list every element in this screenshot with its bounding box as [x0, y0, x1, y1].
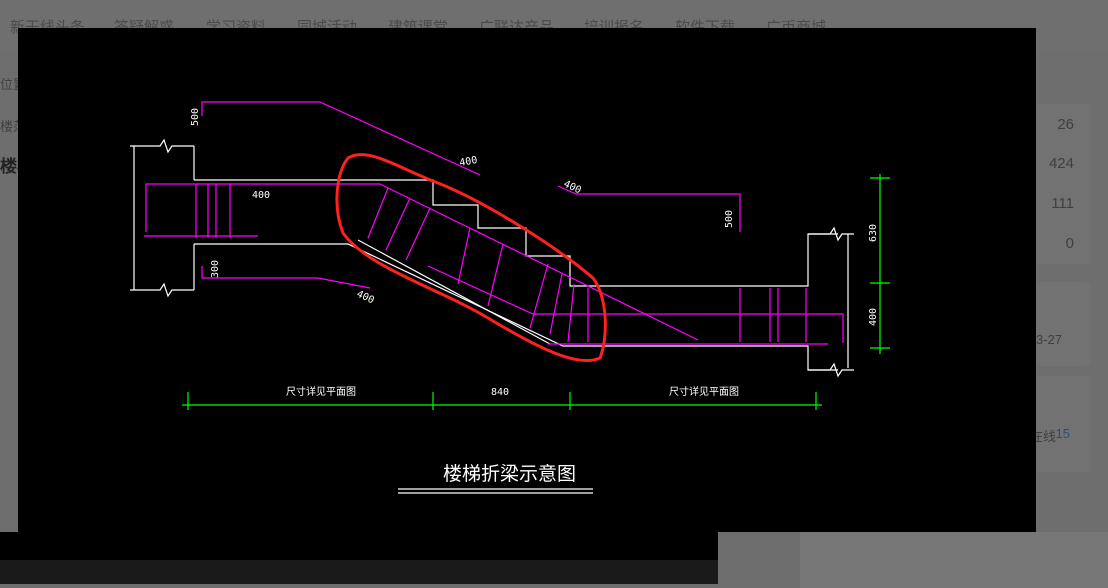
highlight-circle [335, 153, 607, 363]
dimension-lines [182, 174, 890, 410]
stats-panel [1035, 104, 1091, 264]
dim-300: 300 [210, 260, 221, 278]
dim-right: 尺寸详见平面图 [669, 385, 739, 398]
dim-400-d: 400 [355, 289, 376, 307]
stat-value-4: 0 [1065, 235, 1074, 252]
drawing-title: 楼梯折梁示意图 [443, 463, 576, 485]
dim-mid: 840 [491, 387, 509, 398]
online-count[interactable]: 15 [1055, 426, 1070, 441]
online-label: 在线 [1029, 429, 1056, 444]
dim-500-right: 500 [724, 210, 735, 228]
rebar-lines [144, 101, 844, 345]
online-panel [1035, 376, 1091, 472]
image-overflow [0, 532, 718, 560]
stat-value-3: 111 [1051, 195, 1074, 212]
content-bar [0, 560, 718, 584]
dim-400-e: 400 [868, 308, 879, 326]
date-text: 3-27 [1035, 332, 1062, 347]
dim-400-b: 400 [252, 190, 270, 201]
concrete-outline [130, 138, 854, 378]
stat-value-1: 26 [1057, 116, 1074, 133]
date-panel [1035, 282, 1091, 366]
image-lightbox[interactable]: 500 400 400 400 500 300 400 630 400 尺寸详见… [18, 28, 1036, 532]
right-column [800, 532, 1108, 588]
stair-beam-drawing: 500 400 400 400 500 300 400 630 400 尺寸详见… [130, 101, 890, 494]
dim-400-a: 400 [459, 155, 479, 169]
dim-500-top: 500 [190, 108, 201, 126]
dim-630: 630 [868, 224, 879, 242]
dim-left: 尺寸详见平面图 [286, 385, 356, 398]
stat-value-2: 424 [1048, 155, 1074, 172]
